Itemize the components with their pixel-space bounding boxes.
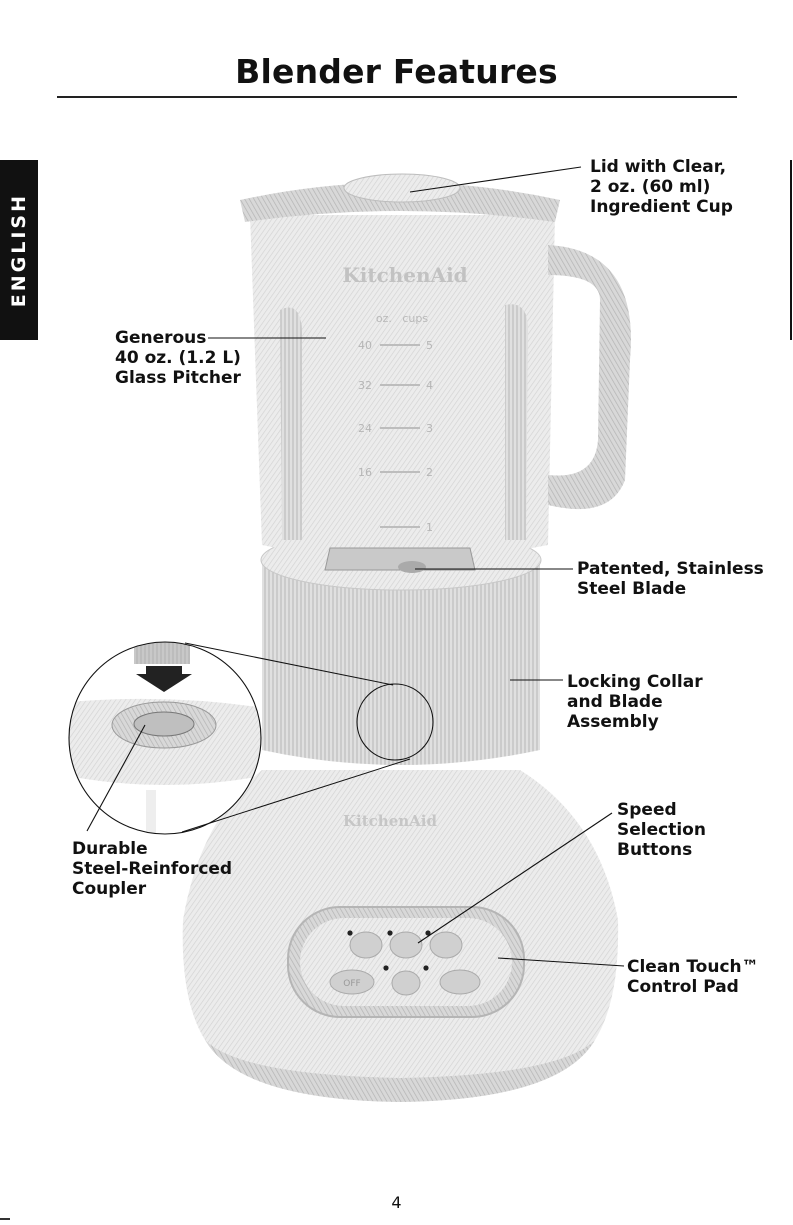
speed-button-2[interactable]	[389, 931, 423, 959]
scale-cups-label: 3	[426, 422, 433, 435]
lid	[240, 173, 560, 222]
scale-cups-label: 1	[426, 521, 433, 534]
inset-connector-bottom	[181, 758, 411, 833]
glass-pitcher	[250, 215, 631, 560]
callout-speed: Speed Selection Buttons	[617, 800, 706, 860]
coupler-location-circle	[356, 683, 434, 761]
page-number: 4	[391, 1193, 402, 1212]
indicator-lights	[347, 930, 431, 971]
crop-mark	[0, 1218, 10, 1220]
pitcher-brand-logo: KitchenAid	[342, 263, 467, 287]
coupler-inset	[68, 641, 262, 835]
page-title: Blender Features	[235, 52, 558, 91]
scale-cups-label: 4	[426, 379, 433, 392]
scale-cups-label: 2	[426, 466, 433, 479]
speed-button-4[interactable]	[391, 970, 421, 996]
leader-lines	[86, 166, 625, 967]
language-tab: ENGLISH	[0, 160, 38, 340]
control-pad	[287, 906, 525, 1018]
speed-button-1[interactable]	[349, 931, 383, 959]
base-brand-logo: KitchenAid	[343, 812, 437, 830]
arrow-down-icon	[136, 666, 192, 692]
inset-connector-top	[184, 642, 394, 686]
speed-button-3[interactable]	[429, 931, 463, 959]
scale-cups-label: 5	[426, 339, 433, 352]
pitcher-units-label: oz. cups	[376, 312, 428, 325]
pulse-button[interactable]	[439, 969, 481, 995]
scale-oz-label: 40	[358, 339, 372, 352]
ingredient-cup	[343, 173, 461, 203]
callout-pitcher: Generous 40 oz. (1.2 L) Glass Pitcher	[115, 328, 241, 388]
pitcher-scale: 40 5 32 4 24 3 16 2 1	[358, 339, 433, 534]
pitcher-handle	[548, 245, 631, 510]
scale-oz-label: 16	[358, 466, 372, 479]
callout-control: Clean Touch™ Control Pad	[627, 957, 759, 997]
speed-selection-buttons[interactable]	[349, 931, 481, 996]
callout-collar: Locking Collar and Blade Assembly	[567, 672, 703, 732]
right-edge-rule	[790, 160, 792, 340]
off-button[interactable]: OFF	[329, 969, 375, 995]
callout-lid: Lid with Clear, 2 oz. (60 ml) Ingredient…	[590, 157, 733, 217]
scale-oz-label: 24	[358, 422, 372, 435]
callout-coupler: Durable Steel-Reinforced Coupler	[72, 839, 233, 899]
title-rule	[57, 96, 737, 98]
callout-blade: Patented, Stainless Steel Blade	[577, 559, 764, 599]
off-button-label: OFF	[343, 979, 360, 989]
blade	[324, 547, 476, 573]
scale-oz-label: 32	[358, 379, 372, 392]
